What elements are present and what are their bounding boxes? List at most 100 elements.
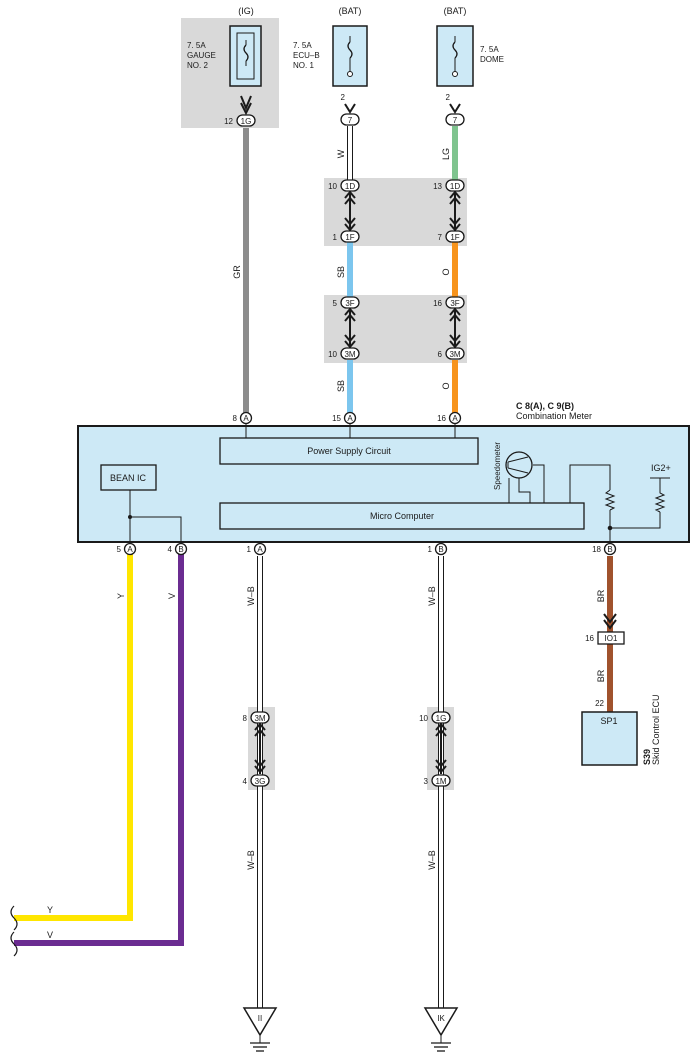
svg-text:3F: 3F — [345, 299, 354, 308]
svg-text:BR: BR — [596, 589, 606, 602]
skid-control-ecu: 22 SP1 S39 Skid Control ECU — [581, 694, 661, 766]
svg-text:7: 7 — [348, 116, 353, 125]
svg-text:1F: 1F — [345, 233, 354, 242]
svg-text:W–B: W–B — [246, 850, 256, 870]
svg-text:SB: SB — [336, 380, 346, 392]
svg-text:3G: 3G — [255, 777, 266, 786]
svg-text:SP1: SP1 — [600, 716, 617, 726]
svg-text:3M: 3M — [449, 350, 460, 359]
fuse-dome: (BAT) 7. 5A DOME — [436, 6, 504, 87]
svg-text:1G: 1G — [436, 714, 447, 723]
svg-text:IO1: IO1 — [605, 634, 618, 643]
svg-text:5: 5 — [333, 299, 338, 308]
svg-text:22: 22 — [595, 699, 604, 708]
connector-1g-1m: 1G 10 1M 3 — [419, 711, 451, 787]
svg-text:LG: LG — [441, 148, 451, 160]
svg-text:Skid Control ECU: Skid Control ECU — [651, 694, 661, 765]
connector-3m-3g: 3M 8 3G 4 — [243, 711, 270, 787]
svg-text:BEAN IC: BEAN IC — [110, 473, 147, 483]
svg-text:A: A — [257, 545, 263, 554]
connector-3f-3m: 3F 5 3F 16 3M 10 3M 6 — [328, 296, 465, 360]
svg-text:W–B: W–B — [427, 850, 437, 870]
connector-dome: 7 2 — [445, 93, 465, 126]
svg-text:Y: Y — [47, 905, 53, 915]
svg-text:8: 8 — [243, 714, 248, 723]
ground-icon-ii: II — [242, 1007, 278, 1052]
svg-text:1: 1 — [247, 545, 252, 554]
svg-text:GR: GR — [232, 265, 242, 279]
ground-icon-ik: IK — [423, 1007, 459, 1052]
svg-text:2: 2 — [446, 93, 451, 102]
fuse-rating: 7. 5A — [187, 41, 206, 50]
power-supply-circuit — [219, 437, 479, 465]
svg-text:V: V — [167, 593, 177, 599]
svg-text:7: 7 — [453, 116, 458, 125]
fuse-source: (BAT) — [444, 6, 467, 16]
fuse-source: (IG) — [238, 6, 254, 16]
fuse-name: ECU–B — [293, 51, 320, 60]
svg-text:W–B: W–B — [246, 586, 256, 606]
svg-text:B: B — [438, 545, 443, 554]
svg-text:1M: 1M — [435, 777, 446, 786]
svg-text:3M: 3M — [344, 350, 355, 359]
svg-text:1D: 1D — [345, 182, 355, 191]
combination-meter: C 8(A), C 9(B) Combination Meter A 8 A 1… — [77, 401, 690, 556]
svg-text:II: II — [258, 1014, 262, 1023]
svg-text:IG2+: IG2+ — [651, 463, 671, 473]
wire-labels: GR W LG SB O SB O Y V W–B W–B BR BR W–B … — [47, 148, 606, 940]
svg-text:O: O — [441, 382, 451, 389]
svg-text:10: 10 — [419, 714, 428, 723]
svg-text:16: 16 — [585, 634, 594, 643]
svg-text:1: 1 — [428, 545, 433, 554]
connector-1d-1f: 1D 10 1D 13 1F 1 1F 7 — [328, 179, 465, 243]
fuse-name2: NO. 1 — [293, 61, 314, 70]
svg-text:B: B — [178, 545, 183, 554]
svg-text:1F: 1F — [450, 233, 459, 242]
fuse-source: (BAT) — [339, 6, 362, 16]
svg-text:12: 12 — [224, 117, 233, 126]
connector-gauge: 1G 12 — [224, 95, 256, 127]
svg-text:2: 2 — [341, 93, 346, 102]
svg-text:1: 1 — [333, 233, 338, 242]
svg-text:C 8(A), C 9(B): C 8(A), C 9(B) — [516, 401, 574, 411]
svg-text:BR: BR — [596, 669, 606, 682]
wire-v — [14, 552, 184, 946]
svg-text:O: O — [441, 268, 451, 275]
svg-text:15: 15 — [332, 414, 341, 423]
svg-text:3: 3 — [424, 777, 429, 786]
fuse-name2: NO. 2 — [187, 61, 208, 70]
fuse-name: DOME — [480, 55, 504, 64]
connector-ecub: 7 2 — [340, 93, 360, 126]
svg-text:W: W — [336, 149, 346, 158]
svg-text:S39: S39 — [642, 749, 652, 765]
svg-text:1D: 1D — [450, 182, 460, 191]
svg-text:SB: SB — [336, 266, 346, 278]
svg-text:10: 10 — [328, 182, 337, 191]
svg-text:16: 16 — [437, 414, 446, 423]
svg-text:16: 16 — [433, 299, 442, 308]
svg-text:1G: 1G — [241, 117, 252, 126]
svg-text:IK: IK — [437, 1014, 445, 1023]
wire-break-marks — [10, 905, 18, 957]
svg-text:6: 6 — [438, 350, 443, 359]
svg-text:A: A — [243, 414, 249, 423]
fuse-gauge-no2: (IG) 7. 5A GAUGE NO. 2 — [187, 6, 262, 87]
svg-text:A: A — [452, 414, 458, 423]
wire-y — [14, 552, 133, 921]
svg-text:3F: 3F — [450, 299, 459, 308]
svg-text:Power Supply Circuit: Power Supply Circuit — [307, 446, 391, 456]
bean-ic — [100, 464, 157, 491]
connector-io1: IO1 16 — [585, 613, 625, 645]
fuse-rating: 7. 5A — [480, 45, 499, 54]
svg-text:4: 4 — [168, 545, 173, 554]
svg-text:W–B: W–B — [427, 586, 437, 606]
svg-text:A: A — [347, 414, 353, 423]
svg-text:Micro Computer: Micro Computer — [370, 511, 434, 521]
fuse-ecu-b-no1: (BAT) 7. 5A ECU–B NO. 1 — [293, 6, 368, 87]
svg-text:B: B — [607, 545, 612, 554]
fuse-rating: 7. 5A — [293, 41, 312, 50]
svg-text:3M: 3M — [254, 714, 265, 723]
svg-text:13: 13 — [433, 182, 442, 191]
svg-text:8: 8 — [233, 414, 238, 423]
